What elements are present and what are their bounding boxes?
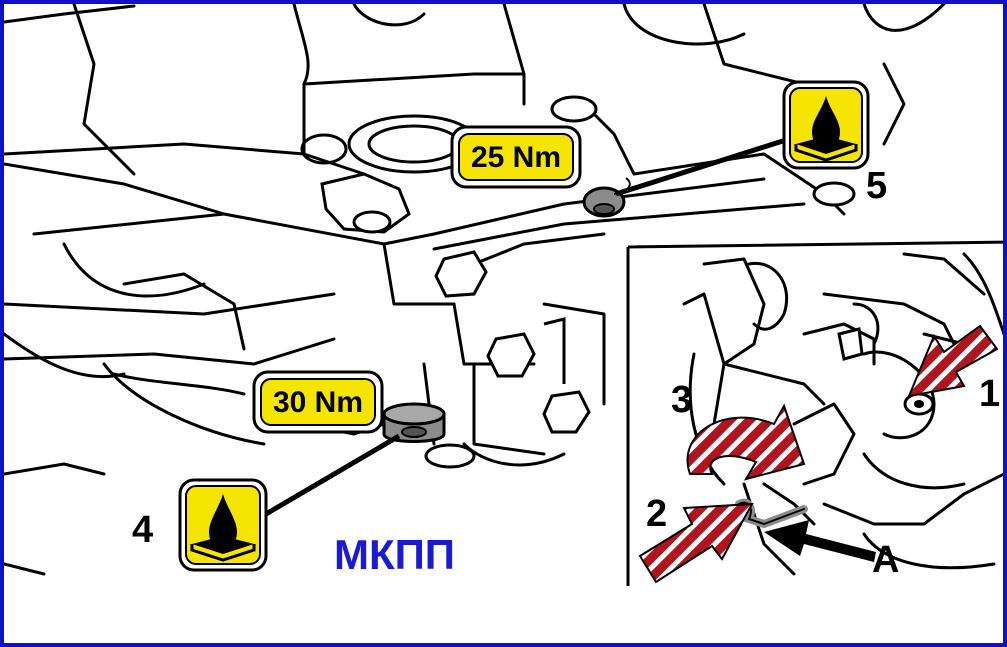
- leader-line-4: [264, 433, 401, 517]
- fastener-5: [582, 177, 631, 218]
- callout-a: A: [872, 539, 899, 581]
- detail-inset: [626, 240, 1003, 586]
- callout-5: 5: [866, 165, 887, 207]
- arrow-3: [686, 403, 806, 481]
- callout-2: 2: [646, 493, 667, 535]
- arrow-1: [907, 324, 999, 398]
- arrow-a: [764, 520, 876, 562]
- fastener-4: [382, 402, 446, 443]
- torque-badge-lower: 30 Nm: [252, 370, 384, 434]
- torque-label-lower: 30 Nm: [273, 386, 363, 419]
- oil-drop-sealant-icon: [178, 478, 268, 572]
- oil-drop-sealant-icon: [782, 80, 870, 170]
- diagram-caption: МКПП: [334, 531, 455, 578]
- callout-3: 3: [671, 379, 692, 421]
- torque-label-upper: 25 Nm: [471, 141, 561, 174]
- callout-1: 1: [979, 373, 1000, 415]
- arrow-2: [638, 502, 754, 584]
- callout-4: 4: [132, 509, 153, 551]
- leader-line-5: [615, 136, 790, 197]
- housing-bolts: [320, 172, 856, 469]
- torque-badge-upper: 25 Nm: [450, 125, 582, 189]
- gearbox-illustration: 25 Nm 30 Nm: [4, 4, 1003, 586]
